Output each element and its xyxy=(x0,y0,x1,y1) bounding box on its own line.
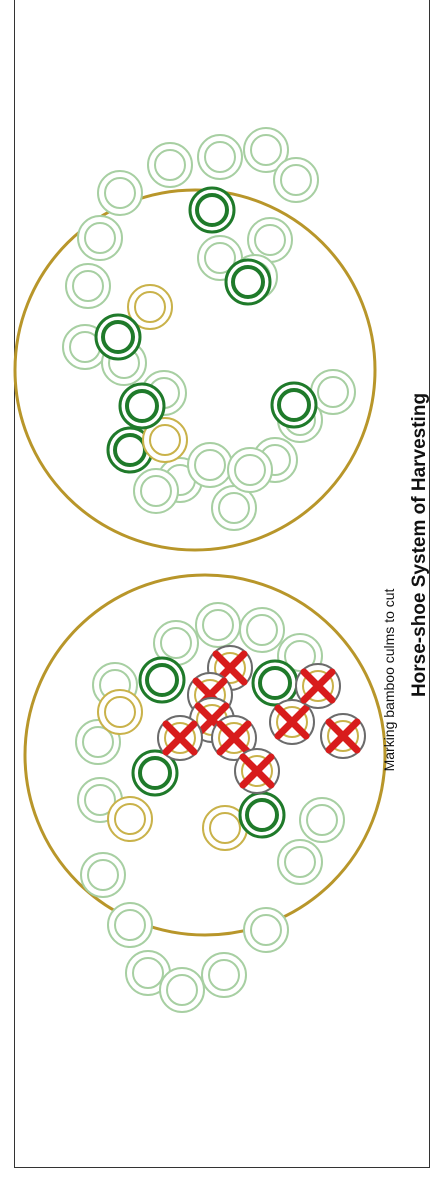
culm-new xyxy=(202,953,246,997)
culm-mature xyxy=(272,383,316,427)
culms-before-harvest xyxy=(76,603,365,1012)
culm-cut xyxy=(158,716,202,760)
culm-new xyxy=(78,216,122,260)
culm-cut xyxy=(321,714,365,758)
culm-new xyxy=(98,171,142,215)
diagram-title: Horse-shoe System of Harvesting xyxy=(409,393,430,697)
culm-mature xyxy=(240,793,284,837)
culm-new xyxy=(240,608,284,652)
culms-after-harvest xyxy=(63,128,355,530)
caption-marking: Marking bamboo culms to cut xyxy=(381,588,397,771)
culm-new xyxy=(300,798,344,842)
culm-mature xyxy=(226,260,270,304)
culm-new xyxy=(278,840,322,884)
culm-new xyxy=(198,135,242,179)
culm-mature xyxy=(190,188,234,232)
culm-mature xyxy=(140,658,184,702)
culm-new xyxy=(244,908,288,952)
culm-new xyxy=(66,264,110,308)
culm-new xyxy=(274,158,318,202)
culm-new xyxy=(81,853,125,897)
culm-cut xyxy=(270,700,314,744)
culm-mature xyxy=(253,661,297,705)
culm-mature xyxy=(96,315,140,359)
culm-cut xyxy=(296,664,340,708)
culm-new xyxy=(311,370,355,414)
culm-new xyxy=(134,469,178,513)
culm-cut xyxy=(235,749,279,793)
culm-new xyxy=(188,443,232,487)
culm-new xyxy=(108,903,152,947)
culm-new xyxy=(228,448,272,492)
culm-new xyxy=(160,968,204,1012)
culm-new xyxy=(148,143,192,187)
culm-mature xyxy=(120,384,164,428)
culm-new xyxy=(196,603,240,647)
culm-young xyxy=(108,797,152,841)
culm-young xyxy=(98,690,142,734)
